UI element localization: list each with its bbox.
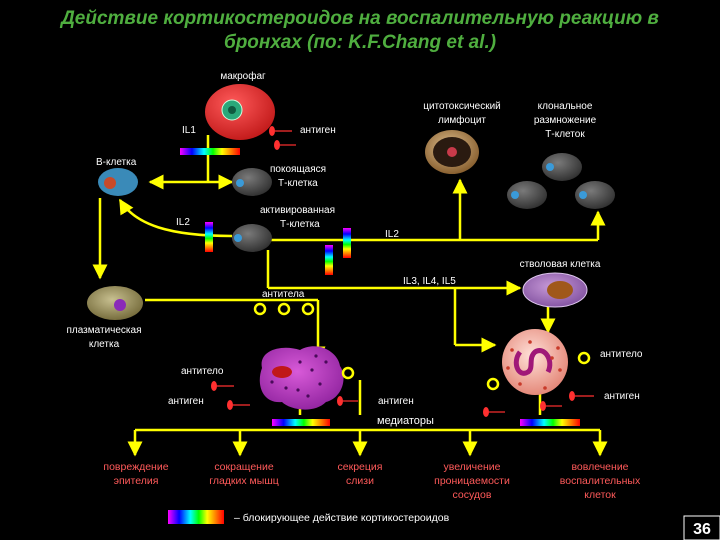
- antibody-right-label: антитело: [600, 349, 643, 360]
- il345-label: IL3, IL4, IL5: [403, 276, 456, 287]
- plasma-label-2: клетка: [89, 339, 120, 350]
- svg-text:вовлечение: вовлечение: [571, 461, 628, 473]
- svg-text:слизи: слизи: [346, 475, 374, 487]
- plasma-label-1: плазматическая: [66, 325, 141, 336]
- antigen-icon-top: [269, 126, 296, 150]
- outcome-mucus-secretion: секреция слизи: [338, 461, 383, 487]
- blocker-bar-il2-right: [343, 228, 351, 258]
- svg-text:клеток: клеток: [584, 489, 616, 501]
- activated-t-cell: [232, 224, 272, 252]
- outcome-epithelium-damage: повреждение эпителия: [103, 461, 168, 487]
- legend-blocker-bar: [168, 510, 224, 524]
- cytotoxic-label-2: лимфоцит: [438, 114, 486, 126]
- page-number-box: [683, 515, 720, 540]
- svg-text:увеличение: увеличение: [443, 461, 500, 473]
- resting-t-label-2: Т-клетка: [278, 178, 318, 189]
- outcome-smooth-muscle: сокращение гладких мышц: [209, 461, 279, 487]
- il2-right-label: IL2: [385, 229, 399, 240]
- blocker-bar-mediators-left: [272, 419, 330, 426]
- svg-text:повреждение: повреждение: [103, 461, 168, 473]
- resting-t-label-1: покоящаяся: [270, 164, 326, 175]
- antigen-icons-right: [483, 391, 594, 417]
- blocker-bar-il3: [325, 245, 333, 275]
- svg-text:сокращение: сокращение: [214, 461, 274, 473]
- stem-cell: [522, 272, 588, 308]
- outcome-inflammatory-cells: вовлечение воспалительных клеток: [560, 461, 641, 501]
- b-cell: [98, 168, 138, 196]
- cytotoxic-label-1: цитотоксический: [423, 101, 501, 112]
- title-line-2: бронхах (по: K.F.Chang et al.): [224, 32, 496, 53]
- connector-lines: [92, 135, 608, 457]
- antigen-top-label: антиген: [300, 125, 336, 136]
- clonal-t-cells: [507, 153, 615, 209]
- macrophage-label: макрофаг: [220, 70, 266, 82]
- svg-text:сосудов: сосудов: [453, 489, 492, 501]
- svg-text:проницаемости: проницаемости: [434, 475, 510, 487]
- outcome-vascular-permeability: увеличение проницаемости сосудов: [434, 461, 510, 501]
- antibody-rings-top: [253, 302, 315, 316]
- antibodies-label: антитела: [262, 289, 305, 300]
- antigen-icons-left: [211, 381, 358, 410]
- legend-text: – блокирующее действие кортикостероидов: [234, 512, 450, 524]
- blocker-bar-il1: [180, 148, 240, 155]
- cytotoxic-lymphocyte-cell: [425, 130, 479, 174]
- page-number: 36: [693, 521, 711, 538]
- antigen-left-label: антиген: [168, 396, 204, 407]
- svg-text:воспалительных: воспалительных: [560, 475, 641, 487]
- clonal-label-3: Т-клеток: [545, 129, 585, 140]
- svg-text:гладких мышц: гладких мышц: [209, 475, 279, 487]
- resting-t-cell: [232, 168, 272, 196]
- antibody-rings-mast: [341, 366, 355, 380]
- mediators-label: медиаторы: [377, 415, 434, 427]
- clonal-label-2: размножение: [534, 115, 597, 126]
- activated-t-label-2: Т-клетка: [280, 219, 320, 230]
- blocker-bar-mediators-right: [520, 419, 580, 426]
- title-line-1: Действие кортикостероидов на воспалитель…: [59, 8, 659, 29]
- activated-t-label-1: активированная: [260, 205, 335, 216]
- eosinophil-cell: [502, 329, 568, 395]
- antigen-right-label: антиген: [604, 391, 640, 402]
- mast-cell: [259, 346, 344, 410]
- b-cell-label: В-клетка: [96, 157, 137, 168]
- il2-left-label: IL2: [176, 217, 190, 228]
- antibody-rings-eos: [486, 351, 591, 391]
- blocker-bar-il2-left: [205, 222, 213, 252]
- macrophage-cell: [205, 84, 275, 140]
- il1-label: IL1: [182, 125, 196, 136]
- plasma-cell: [87, 286, 143, 320]
- antigen-mid-label: антиген: [378, 396, 414, 407]
- antibody-left-label: антитело: [181, 366, 224, 377]
- svg-text:секреция: секреция: [338, 461, 383, 473]
- svg-text:эпителия: эпителия: [114, 475, 159, 487]
- clonal-label-1: клональное: [538, 101, 593, 112]
- stem-cell-label: стволовая клетка: [520, 259, 601, 270]
